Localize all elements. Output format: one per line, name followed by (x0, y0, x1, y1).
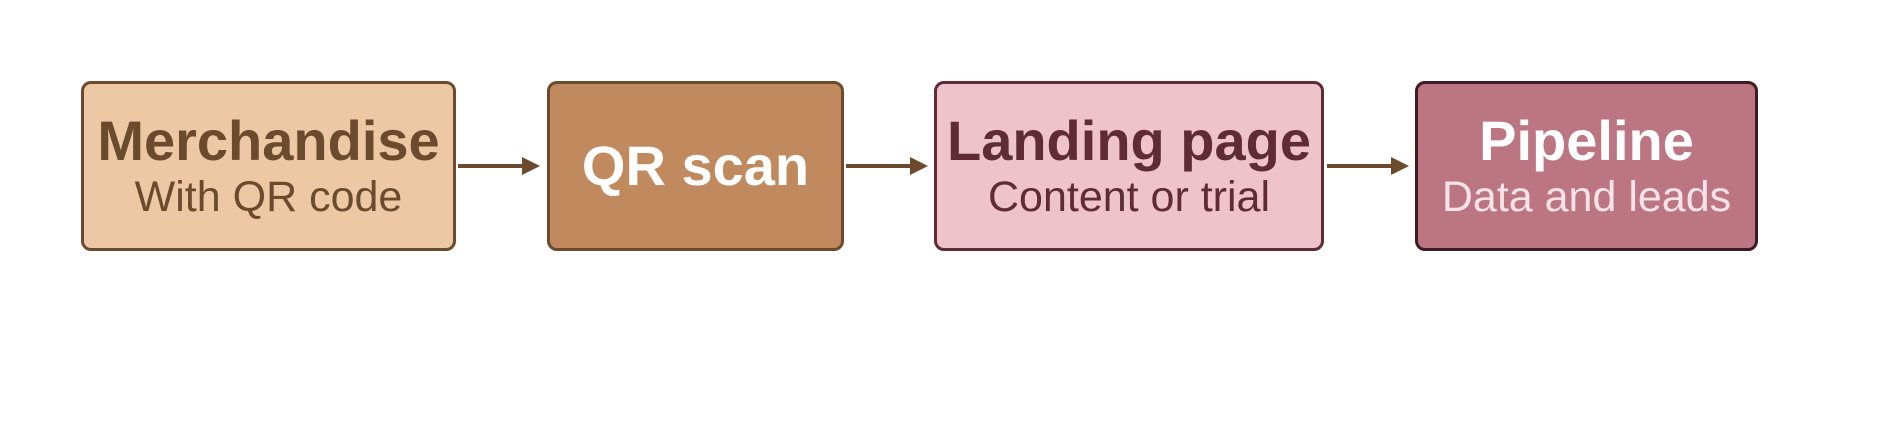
arrow-qr-scan-to-landing-page (846, 155, 928, 177)
merchandise-title: Merchandise (97, 109, 440, 172)
landing-page-title: Landing page (947, 109, 1311, 172)
merchandise-node: Merchandise With QR code (81, 81, 456, 251)
pipeline-title: Pipeline (1479, 109, 1694, 172)
landing-page-node: Landing page Content or trial (934, 81, 1324, 251)
arrow-merchandise-to-qr-scan (458, 155, 540, 177)
merchandise-subtitle: With QR code (134, 173, 403, 221)
qr-scan-node: QR scan (547, 81, 844, 251)
arrow-landing-page-to-pipeline (1327, 155, 1409, 177)
qr-scan-title: QR scan (581, 134, 810, 197)
landing-page-subtitle: Content or trial (987, 173, 1271, 221)
pipeline-subtitle: Data and leads (1441, 173, 1732, 221)
pipeline-node: Pipeline Data and leads (1415, 81, 1758, 251)
